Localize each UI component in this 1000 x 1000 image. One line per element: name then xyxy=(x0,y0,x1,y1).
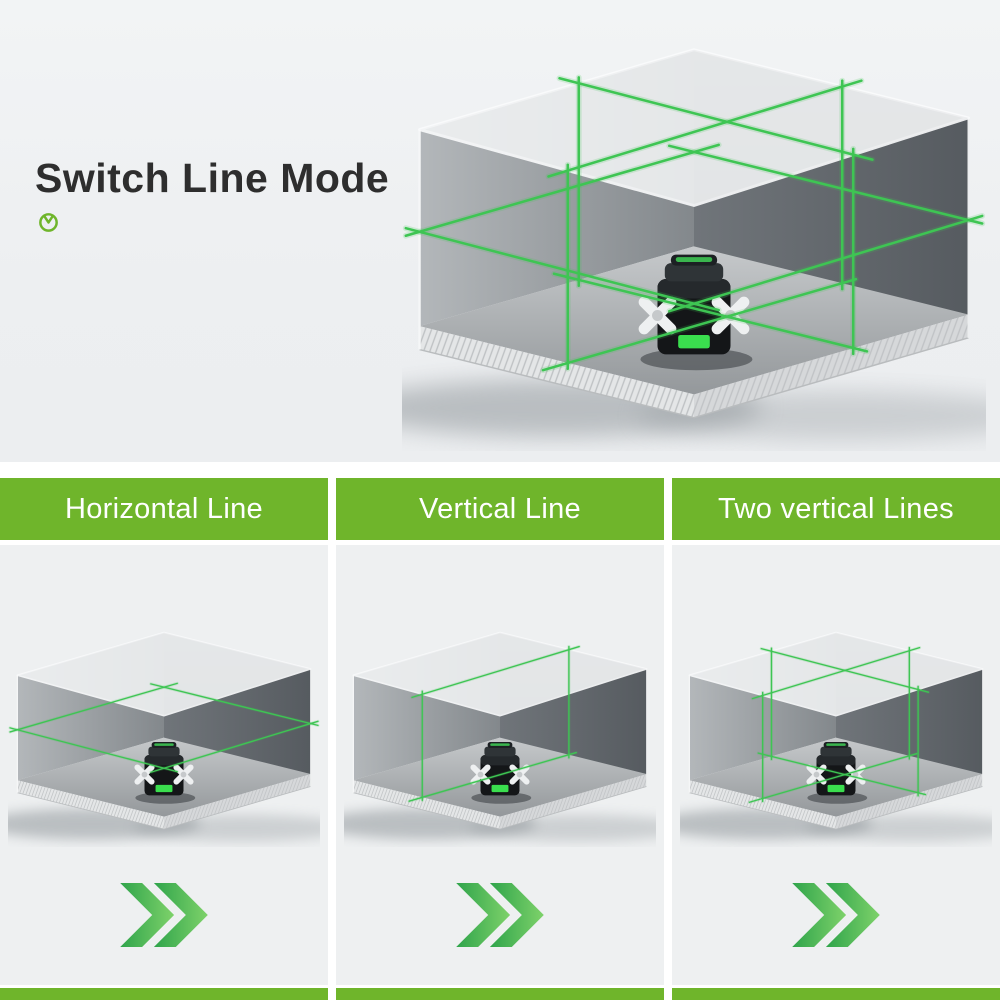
double-chevron-right-icon xyxy=(456,883,544,947)
mode-room-illustration xyxy=(344,623,656,847)
mode-label: Two vertical Lines xyxy=(718,492,954,525)
double-chevron-right-icon xyxy=(792,883,880,947)
mode-panel xyxy=(336,545,664,985)
mode-header: Vertical Line xyxy=(336,478,664,540)
page-title: Switch Line Mode xyxy=(35,155,390,201)
hero-section: Switch Line Mode xyxy=(0,0,1000,462)
mode-column-two-vertical: Two vertical Lines xyxy=(672,478,1000,1000)
mode-label: Horizontal Line xyxy=(65,492,263,525)
hero-room-illustration xyxy=(402,32,986,451)
mode-panels: Horizontal Line Vertical Line xyxy=(0,478,1000,1000)
double-chevron-right-icon xyxy=(120,883,208,947)
circle-v-icon xyxy=(39,213,58,232)
mode-panel xyxy=(672,545,1000,985)
mode-label: Vertical Line xyxy=(419,492,581,525)
mode-room-illustration xyxy=(8,623,320,847)
mode-header: Horizontal Line xyxy=(0,478,328,540)
green-strip xyxy=(0,988,328,1000)
mode-panel xyxy=(0,545,328,985)
mode-header: Two vertical Lines xyxy=(672,478,1000,540)
mode-column-horizontal: Horizontal Line xyxy=(0,478,328,1000)
mode-column-vertical: Vertical Line xyxy=(336,478,664,1000)
mode-room-illustration xyxy=(680,623,992,847)
green-strip xyxy=(336,988,664,1000)
green-strip xyxy=(672,988,1000,1000)
